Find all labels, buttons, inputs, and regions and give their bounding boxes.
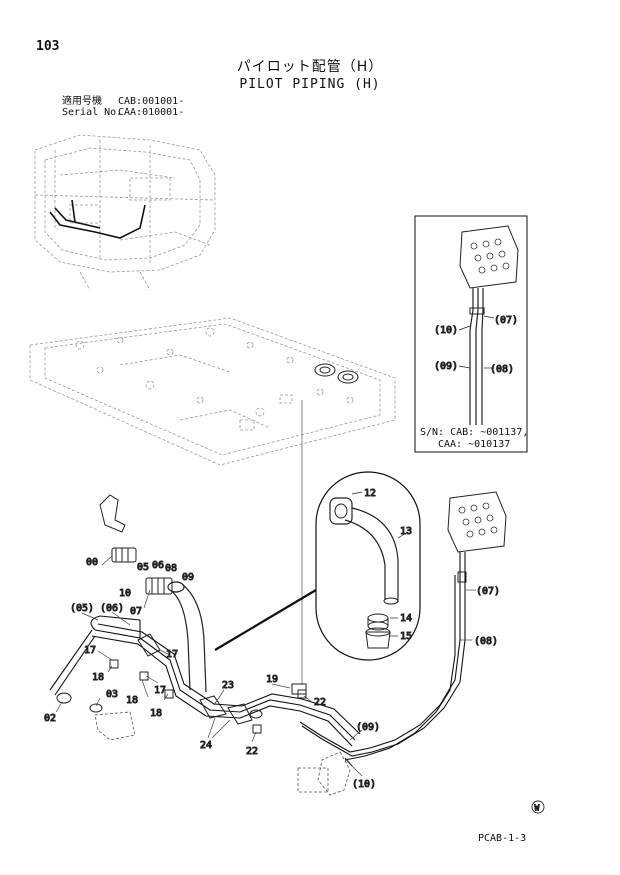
callout-17-a: 17 xyxy=(84,645,96,656)
machine-upper-structure xyxy=(34,134,216,291)
vertical-elbow-hose xyxy=(167,581,207,693)
callout-17-c: 17 xyxy=(154,685,166,696)
serial-caa: CAA:010001- xyxy=(118,107,185,118)
callout-22-a: 22 xyxy=(314,697,326,708)
applicability-label: 適用号機 xyxy=(62,96,102,107)
control-valve-bracket xyxy=(99,494,173,595)
circled-w-letter: W xyxy=(535,804,540,813)
callout-23: 23 xyxy=(222,680,234,691)
callout-06-ref: (06) xyxy=(100,603,124,614)
callout-09-ref: (09) xyxy=(356,722,380,733)
hose-end-fitting xyxy=(297,751,353,796)
title-english: PILOT PIPING (H) xyxy=(239,77,381,92)
applicability-cab: CAB:001001- xyxy=(118,96,185,107)
callout-00: 00 xyxy=(86,557,98,568)
quick-coupler-bracket xyxy=(56,692,136,741)
callout-02: 02 xyxy=(44,713,56,724)
callout-14: 14 xyxy=(400,613,412,624)
callout-17-b: 17 xyxy=(166,649,178,660)
inset-serial-line1: S/N: CAB: ~001137, xyxy=(420,427,529,438)
callout-06: 06 xyxy=(152,560,164,571)
callout-10-ref: (10) xyxy=(352,779,376,790)
floor-cutout-ports xyxy=(314,363,359,384)
callout-10: 10 xyxy=(119,588,131,599)
page-number: 103 xyxy=(36,39,60,54)
callout-19: 19 xyxy=(266,674,278,685)
callout-18-c: 18 xyxy=(150,708,162,719)
document-code: PCAB-1-3 xyxy=(478,833,527,844)
callout-12: 12 xyxy=(364,488,376,499)
inset-box xyxy=(414,215,528,453)
callout-07: 07 xyxy=(130,606,142,617)
title-japanese: パイロット配管（H） xyxy=(236,59,384,75)
main-hose-bundle xyxy=(49,615,361,747)
inset-callout-08: (08) xyxy=(490,364,514,375)
long-pilot-hoses xyxy=(299,552,466,761)
callout-09: 09 xyxy=(182,572,194,583)
callout-08: 08 xyxy=(165,563,177,574)
circled-w-mark xyxy=(531,800,545,814)
callout-15: 15 xyxy=(400,631,412,642)
serial-label: Serial No. xyxy=(62,107,123,118)
callout-03: 03 xyxy=(106,689,118,700)
callout-18-b: 18 xyxy=(126,695,138,706)
callout-13: 13 xyxy=(400,526,412,537)
callout-18-a: 18 xyxy=(92,672,104,683)
callout-22-b: 22 xyxy=(246,746,258,757)
callout-08-ref: (08) xyxy=(474,636,498,647)
cab-floor-plate xyxy=(29,317,396,466)
inset-serial-line2: CAA: ~010137 xyxy=(438,439,511,450)
callout-24: 24 xyxy=(200,740,212,751)
pilot-hose-preview xyxy=(49,199,146,239)
inset-callout-07: (07) xyxy=(494,315,518,326)
inset-callout-09: (09) xyxy=(434,361,458,372)
pilot-valve-block xyxy=(447,491,507,583)
callout-leaders xyxy=(55,555,476,777)
inset-callout-10: (10) xyxy=(434,325,458,336)
bolts xyxy=(109,659,307,734)
callout-05-ref: (05) xyxy=(70,603,94,614)
callout-05: 05 xyxy=(137,562,149,573)
callout-07-ref: (07) xyxy=(476,586,500,597)
detail-oval xyxy=(214,471,421,661)
